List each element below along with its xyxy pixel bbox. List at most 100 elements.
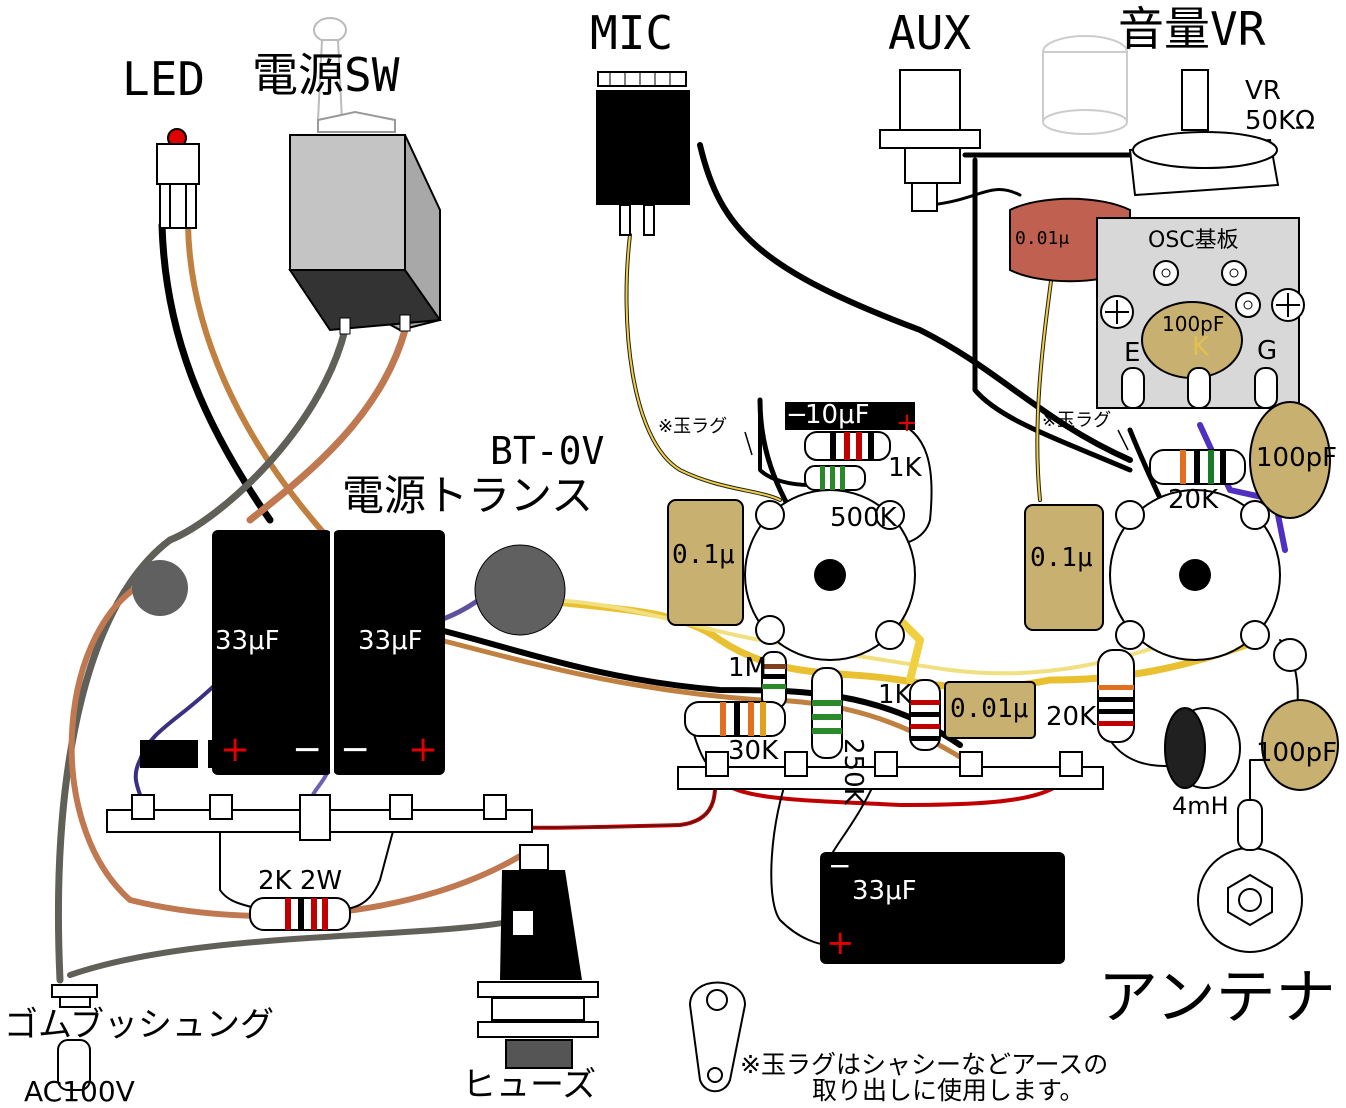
label-cap-001-top: 0.01μ — [1015, 228, 1070, 249]
cap-100pf-right — [1249, 401, 1331, 519]
tube-socket-left — [744, 489, 916, 661]
aux-jack — [879, 69, 981, 212]
res-1k-top — [804, 431, 891, 461]
label-osc-pin-e: E — [1124, 338, 1141, 368]
label-cap-100pf-right: 100pF — [1256, 443, 1338, 473]
label-cap-33u-bottom: 33μF — [852, 876, 917, 906]
label-cap-33u-mid-minus: − — [340, 729, 371, 770]
label-antenna: アンテナ — [1098, 963, 1336, 1033]
label-cap-33u-bottom-minus: − — [828, 849, 852, 882]
wire-led-black — [158, 221, 274, 524]
mic-jack — [596, 71, 690, 236]
tube-socket-right — [1109, 489, 1307, 672]
label-cap-33u-left-minus: − — [292, 729, 323, 770]
wire-mic-black — [697, 142, 1133, 463]
label-coil-4mh: 4mH — [1172, 792, 1229, 820]
wire-red-2 — [718, 768, 1072, 807]
power-switch — [288, 17, 442, 335]
antenna-terminal — [1197, 799, 1303, 953]
rubber-bushing — [51, 984, 98, 1091]
label-vr-value: 50KΩ — [1245, 106, 1316, 136]
wire-gray-fuse — [67, 917, 523, 978]
wire-10uf-lead — [758, 398, 812, 487]
label-cap-33u-left-plus: + — [220, 729, 251, 770]
res-20k-mid — [1097, 649, 1135, 743]
wire-aux-black — [972, 157, 1133, 473]
res-20k-top — [1149, 449, 1246, 485]
label-volume-vr: 音量VR — [1118, 2, 1266, 56]
label-note-line1: ※玉ラグはシャシーなどアースの — [740, 1050, 1109, 1079]
label-power-trans: 電源トランス — [342, 471, 594, 520]
label-fuse: ヒューズ — [462, 1065, 597, 1105]
label-cap-100pf-low: 100pF — [1256, 738, 1338, 768]
res-30k — [684, 701, 786, 737]
terminal-strip-right — [677, 751, 1104, 790]
res-1k-mid — [909, 679, 941, 751]
label-cap-001-mid: 0.01μ — [950, 694, 1029, 724]
label-cap-33u-left: 33μF — [215, 626, 280, 656]
label-cap-10u-plus: + — [896, 408, 918, 438]
wire-mic-yellow — [624, 233, 782, 502]
osc-board — [1096, 217, 1305, 409]
fuse-holder — [477, 844, 599, 1069]
label-note-line2: 取り出しに使用します。 — [812, 1076, 1085, 1105]
wire-brown-long — [68, 577, 533, 919]
label-osc-cap: 100pF — [1162, 312, 1225, 336]
wire-cap-black — [437, 627, 963, 748]
label-osc-pin-g: G — [1257, 336, 1278, 366]
tama-lug — [688, 981, 747, 1093]
wire-led-brown — [185, 222, 333, 543]
label-res-1k-top: 1K — [888, 453, 922, 483]
label-cap-10u: 10μF — [805, 400, 870, 430]
cap-10uf — [785, 402, 915, 430]
label-cap-01-right: 0.1μ — [1030, 543, 1093, 573]
coil-4mh — [1164, 707, 1241, 789]
label-led: LED — [122, 52, 206, 106]
label-cap-33u-mid-plus: + — [408, 729, 439, 770]
label-cap-33u-mid: 33μF — [358, 626, 423, 656]
cap-100pf-low — [1261, 699, 1339, 791]
label-res-1k-mid: 1K — [878, 680, 912, 710]
label-power-sw: 電源SW — [252, 48, 400, 102]
wire-sw-brown — [246, 326, 409, 524]
label-res-2k2w: 2K 2W — [258, 866, 343, 896]
label-cap-01-left: 0.1μ — [672, 540, 735, 570]
led-component — [156, 128, 200, 229]
label-vr-name: VR — [1245, 76, 1281, 106]
label-res-20k-mid: 20K — [1046, 702, 1097, 732]
label-osc-board: OSC基板 — [1148, 228, 1239, 253]
label-cap-10u-minus: − — [786, 400, 808, 430]
diode — [140, 740, 212, 768]
res-250k — [811, 667, 843, 759]
label-mic: MIC — [590, 6, 674, 60]
cap-33u-left — [212, 530, 332, 775]
cap-01-right — [1024, 504, 1104, 631]
cap-33u-mid — [333, 530, 445, 775]
grommet-left — [132, 560, 188, 616]
label-cap-33u-bottom-plus: + — [826, 923, 855, 963]
volume-vr — [1042, 35, 1280, 197]
bt-0v-point — [474, 544, 566, 636]
label-res-30k: 30K — [728, 736, 779, 766]
label-res-1m: 1M — [728, 653, 767, 683]
label-res-250k: 250K — [838, 738, 868, 805]
label-res-500k: 500K — [830, 503, 897, 533]
label-ac100v: AC100V — [24, 1075, 135, 1108]
wire-sw-gray — [55, 326, 349, 984]
label-tama-lug-right: ※玉ラグ — [1042, 410, 1112, 431]
res-2k2w — [249, 897, 351, 931]
cap-01-left — [667, 499, 744, 626]
label-rubber-bushing: ゴムブッシュング — [4, 1005, 274, 1045]
label-tama-lug-left: ※玉ラグ — [658, 416, 728, 437]
wire-vr-to-cap — [928, 188, 1022, 207]
res-500k — [804, 465, 866, 491]
label-osc-pin-k: K — [1192, 332, 1210, 362]
label-aux: AUX — [888, 6, 972, 60]
cap-001-mid — [944, 681, 1036, 739]
terminal-strip-left — [106, 794, 533, 841]
label-bt-0v: BT-0V — [490, 429, 605, 473]
label-res-20k-top: 20K — [1168, 485, 1219, 515]
cap-33u-bottom — [820, 852, 1065, 964]
wire-cap-brown — [437, 637, 968, 763]
